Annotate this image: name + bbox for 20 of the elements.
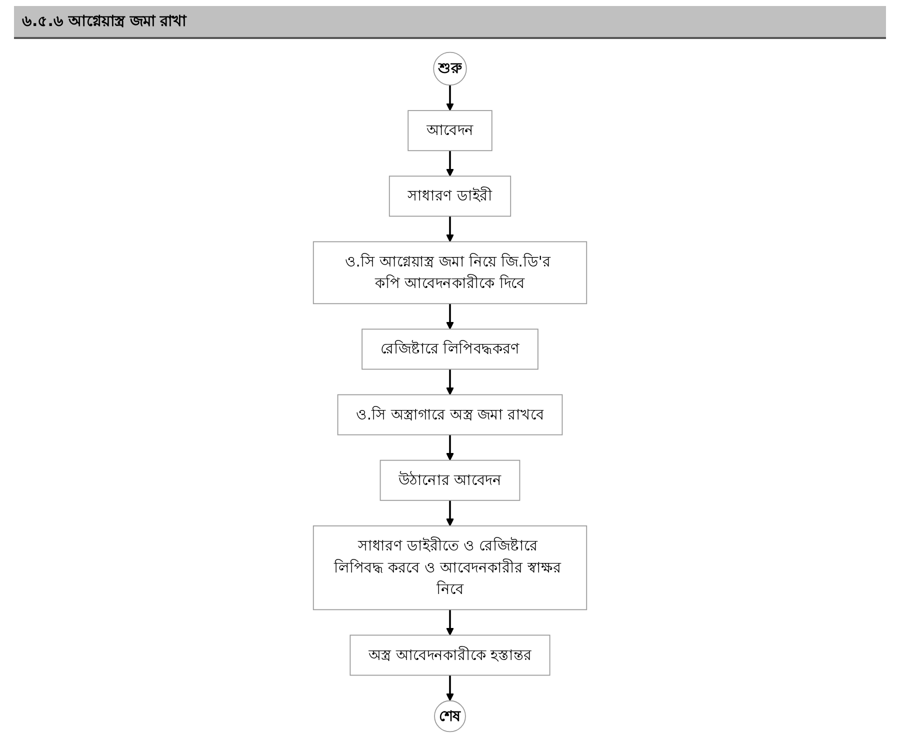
node-box: ও.সি অস্ত্রাগারে অস্ত্র জমা রাখবে [337,394,563,436]
arrow [446,675,454,702]
node-circle: শুরু [433,52,467,86]
arrow [446,150,454,177]
arrow [446,216,454,242]
node-box: ও.সি আগ্নেয়াস্ত্র জমা নিয়ে জি.ডি'র কপি আবেদনকারীকে দিবে [312,241,588,304]
node-box: উঠানোর আবেদন [380,460,520,501]
arrow [446,85,454,111]
node-box: আবেদন [408,110,492,152]
title-bar: ৬.৫.৬ আগ্নেয়াস্ত্র জমা রাখা [14,6,886,39]
node-box: অস্ত্র আবেদনকারীকে হস্তান্তর [350,634,550,676]
node-box: সাধারণ ডাইরীতে ও রেজিষ্টারে লিপিবদ্ধ করবে ও আবেদনকারীর স্বাক্ষর নিবে [312,525,588,610]
arrow [446,369,454,396]
arrow [446,610,454,636]
arrow [446,434,454,461]
node-box: রেজিষ্টারে লিপিবদ্ধকরণ [362,328,538,370]
node-circle: শেষ [434,700,466,732]
arrow [446,304,454,330]
arrow [446,500,454,526]
node-box: সাধারণ ডাইরী [388,176,512,217]
